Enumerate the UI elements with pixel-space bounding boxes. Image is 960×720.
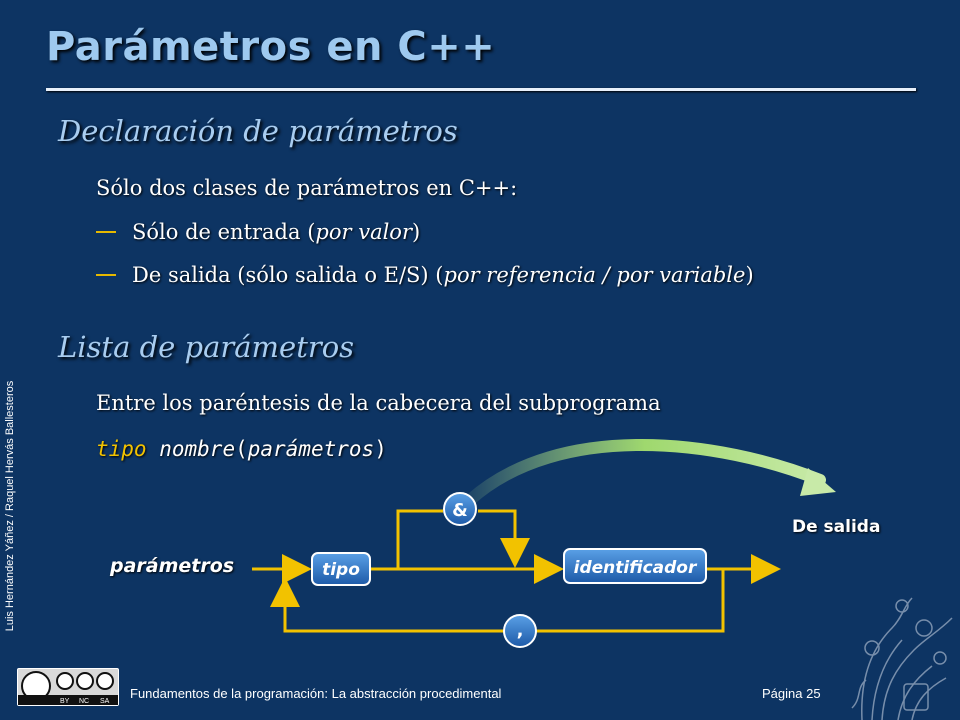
comma-node-label: ,: [517, 620, 524, 641]
bullet-text-end: ): [412, 220, 421, 244]
output-label: De salida: [792, 517, 881, 537]
bullet-text: Sólo de entrada (: [132, 220, 316, 244]
output-arc-head: [800, 468, 836, 496]
bullet-dash: [96, 273, 116, 276]
code-function-name: nombre: [159, 437, 236, 461]
bullet-dash: [96, 230, 116, 233]
path-ref-in: [396, 509, 443, 569]
path-loop-right: [535, 569, 725, 633]
bullet-input: Sólo de entrada (por valor): [96, 220, 420, 244]
section-heading-declaration: Declaración de parámetros: [58, 114, 458, 148]
authors-credit: Luis Hernández Yáñez / Raquel Hervás Bal…: [4, 380, 16, 632]
identifier-box-label: identificador: [574, 558, 698, 578]
bullet-text-end: ): [745, 263, 754, 287]
cc-label-sa: SA: [100, 698, 110, 705]
page-number: Página 25: [762, 686, 821, 701]
code-type-keyword: tipo: [96, 437, 147, 461]
bullet-text: De salida (sólo salida o E/S) (: [132, 263, 444, 287]
cc-label-bar: [18, 695, 118, 705]
footer-course: Fundamentos de la programación: La abstr…: [130, 686, 502, 701]
diagram-start-label: parámetros: [110, 555, 235, 577]
code-close-paren: ): [374, 437, 387, 461]
by-icon: [56, 672, 74, 690]
reference-node-label: &: [452, 500, 468, 521]
slide-title: Parámetros en C++: [46, 24, 496, 70]
identifier-box: [563, 548, 707, 584]
bullet-emphasis: por referencia / por variable: [443, 263, 746, 287]
nc-icon: [76, 672, 94, 690]
code-params: parámetros: [247, 437, 375, 461]
type-box: [311, 552, 371, 586]
signature-code: tipo nombre(parámetros): [96, 437, 387, 461]
path-loop-left: [270, 577, 505, 633]
university-seal-icon: [851, 597, 953, 720]
title-rule: [46, 88, 916, 91]
bullet-emphasis: por valor: [315, 220, 412, 244]
bullet-output: De salida (sólo salida o E/S) (por refer…: [96, 263, 754, 287]
output-arc: [464, 439, 826, 506]
declaration-intro: Sólo dos clases de parámetros en C++:: [96, 176, 518, 200]
sa-icon: [96, 672, 114, 690]
cc-label-by: BY: [60, 698, 70, 705]
comma-node: [503, 614, 537, 648]
reference-node: [443, 492, 477, 526]
cc-label-nc: NC: [79, 698, 90, 705]
section-heading-list: Lista de parámetros: [58, 330, 355, 364]
list-intro: Entre los paréntesis de la cabecera del …: [96, 391, 661, 415]
path-ref-out: [478, 509, 530, 568]
type-box-label: tipo: [322, 560, 360, 580]
code-open-paren: (: [235, 437, 248, 461]
cc-license-badge[interactable]: BY NC SA: [17, 668, 119, 706]
